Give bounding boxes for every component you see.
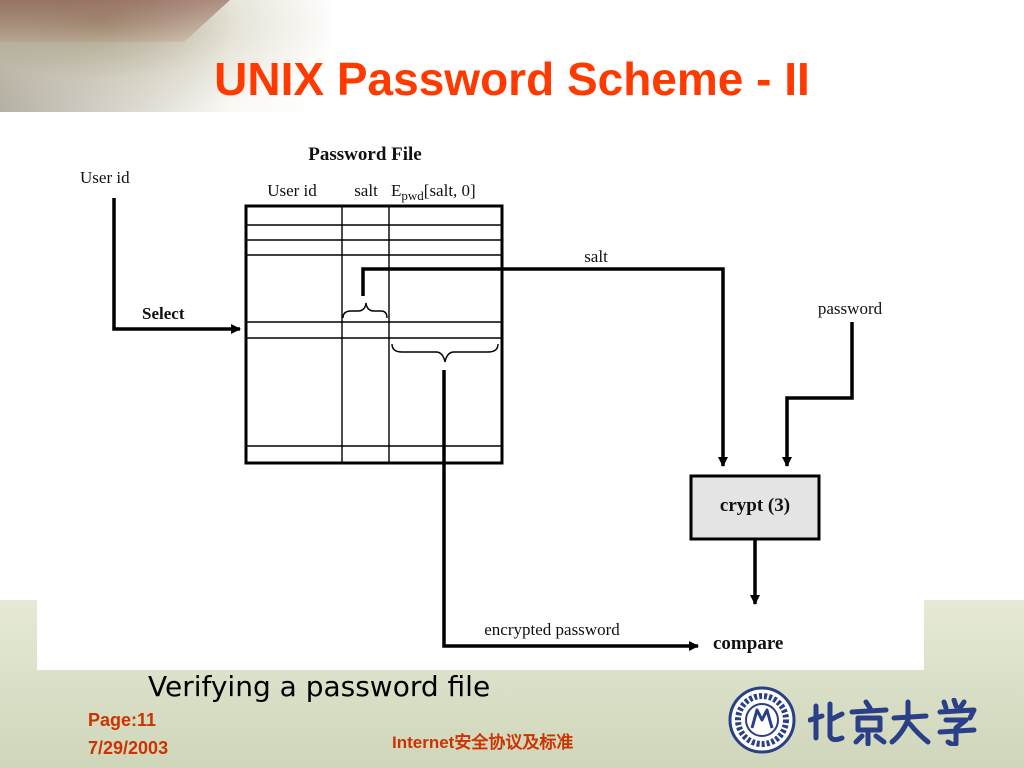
diagram-panel: Password File User id salt Epwd[salt, 0]… — [37, 118, 924, 670]
compare-label: compare — [713, 633, 783, 654]
password-verification-diagram: Password File User id salt Epwd[salt, 0]… — [80, 144, 883, 654]
salt-arrow — [361, 267, 728, 467]
university-seal-logo — [728, 686, 796, 754]
user-id-label: User id — [80, 168, 130, 187]
column-header-user-id: User id — [267, 181, 317, 200]
encrypted-password-label: encrypted password — [484, 620, 620, 639]
select-arrow — [112, 198, 241, 334]
salt-field-brace — [342, 302, 388, 319]
column-header-salt: salt — [354, 181, 378, 200]
diagram-caption: Verifying a password file — [148, 670, 491, 703]
crypt-label: crypt (3) — [720, 495, 790, 516]
column-header-encrypted-password: Epwd[salt, 0] — [391, 181, 476, 203]
slide-date: 7/29/2003 — [88, 738, 169, 758]
decorative-photo-corner — [0, 0, 330, 112]
crypt-box: crypt (3) — [689, 474, 821, 541]
password-file-title: Password File — [308, 144, 421, 165]
password-file-table: Password File User id salt Epwd[salt, 0] — [244, 144, 504, 465]
slide-title: UNIX Password Scheme - II — [214, 53, 810, 105]
course-title-suffix: 安全协议及标准 — [454, 733, 574, 752]
course-title: Internet安全协议及标准 — [392, 728, 573, 753]
password-arrow — [782, 322, 854, 467]
university-name-logo — [808, 698, 977, 746]
select-label: Select — [142, 304, 185, 323]
table-row-lines — [246, 224, 502, 447]
page-number: Page:11 — [88, 710, 157, 730]
password-label: password — [818, 299, 883, 318]
salt-line-label: salt — [584, 247, 608, 266]
encrypted-password-arrow — [442, 370, 699, 651]
course-title-prefix: Internet — [392, 733, 455, 752]
encrypted-field-brace — [391, 343, 499, 363]
